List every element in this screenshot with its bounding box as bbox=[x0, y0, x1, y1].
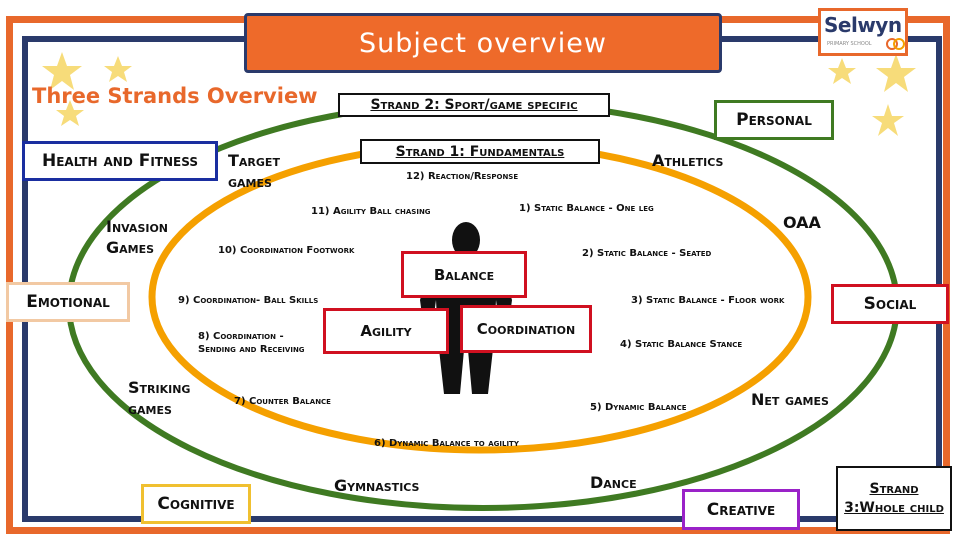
fundamental-8: 8) Coordination - Sending and Receiving bbox=[198, 331, 305, 355]
cognitive-box: Cognitive bbox=[141, 484, 251, 524]
logo-name: Selwyn bbox=[824, 13, 902, 37]
creative-box: Creative bbox=[682, 489, 800, 530]
strand2-label: Strand 2: Sport/game specific bbox=[338, 93, 610, 117]
emotional-box: Emotional bbox=[6, 282, 130, 322]
fundamental-1: 1) Static Balance - One leg bbox=[519, 203, 654, 214]
agility-box: Agility bbox=[323, 308, 449, 354]
net-games-label: Net games bbox=[751, 390, 829, 409]
fundamental-12: 12) Reaction/Response bbox=[406, 171, 519, 182]
health-fitness-box: Health and Fitness bbox=[22, 141, 218, 181]
dance-label: Dance bbox=[590, 473, 637, 492]
fundamental-4: 4) Static Balance Stance bbox=[620, 339, 743, 350]
page-title: Subject overview bbox=[359, 27, 607, 59]
target-games-label: Target games bbox=[228, 151, 280, 191]
strand1-label: Strand 1: Fundamentals bbox=[360, 139, 600, 164]
athletics-label: Athletics bbox=[652, 151, 724, 170]
fundamental-9: 9) Coordination- Ball Skills bbox=[178, 295, 319, 306]
coordination-box: Coordination bbox=[460, 305, 592, 353]
invasion-games-label: Invasion Games bbox=[106, 217, 169, 257]
logo-subtitle: PRIMARY SCHOOL bbox=[827, 41, 872, 47]
star-icon bbox=[828, 58, 856, 84]
balance-box: Balance bbox=[401, 251, 527, 298]
fundamental-10: 10) Coordination Footwork bbox=[218, 245, 355, 256]
rings-icon bbox=[886, 38, 905, 50]
strand3-label: Strand 3:Whole child bbox=[836, 466, 952, 531]
oaa-label: OAA bbox=[783, 213, 821, 232]
personal-box: Personal bbox=[714, 100, 834, 140]
star-icon bbox=[104, 56, 132, 82]
gymnastics-label: Gymnastics bbox=[334, 476, 420, 495]
star-icon bbox=[56, 100, 84, 126]
striking-games-label: Striking games bbox=[128, 378, 191, 418]
three-strands-heading: Three Strands Overview bbox=[32, 84, 318, 108]
school-logo: Selwyn PRIMARY SCHOOL bbox=[818, 8, 908, 56]
star-icon bbox=[872, 104, 904, 136]
star-icon bbox=[42, 52, 82, 90]
title-banner: Subject overview bbox=[244, 13, 722, 73]
fundamental-7: 7) Counter Balance bbox=[234, 396, 331, 407]
fundamental-2: 2) Static Balance - Seated bbox=[582, 248, 712, 259]
star-decorations bbox=[42, 52, 916, 136]
fundamental-11: 11) Agility Ball chasing bbox=[311, 206, 431, 217]
fundamental-6: 6) Dynamic Balance to agility bbox=[374, 438, 519, 449]
social-box: Social bbox=[831, 284, 949, 324]
star-icon bbox=[876, 54, 916, 92]
fundamental-5: 5) Dynamic Balance bbox=[590, 402, 687, 413]
fundamental-3: 3) Static Balance - Floor work bbox=[631, 295, 785, 306]
